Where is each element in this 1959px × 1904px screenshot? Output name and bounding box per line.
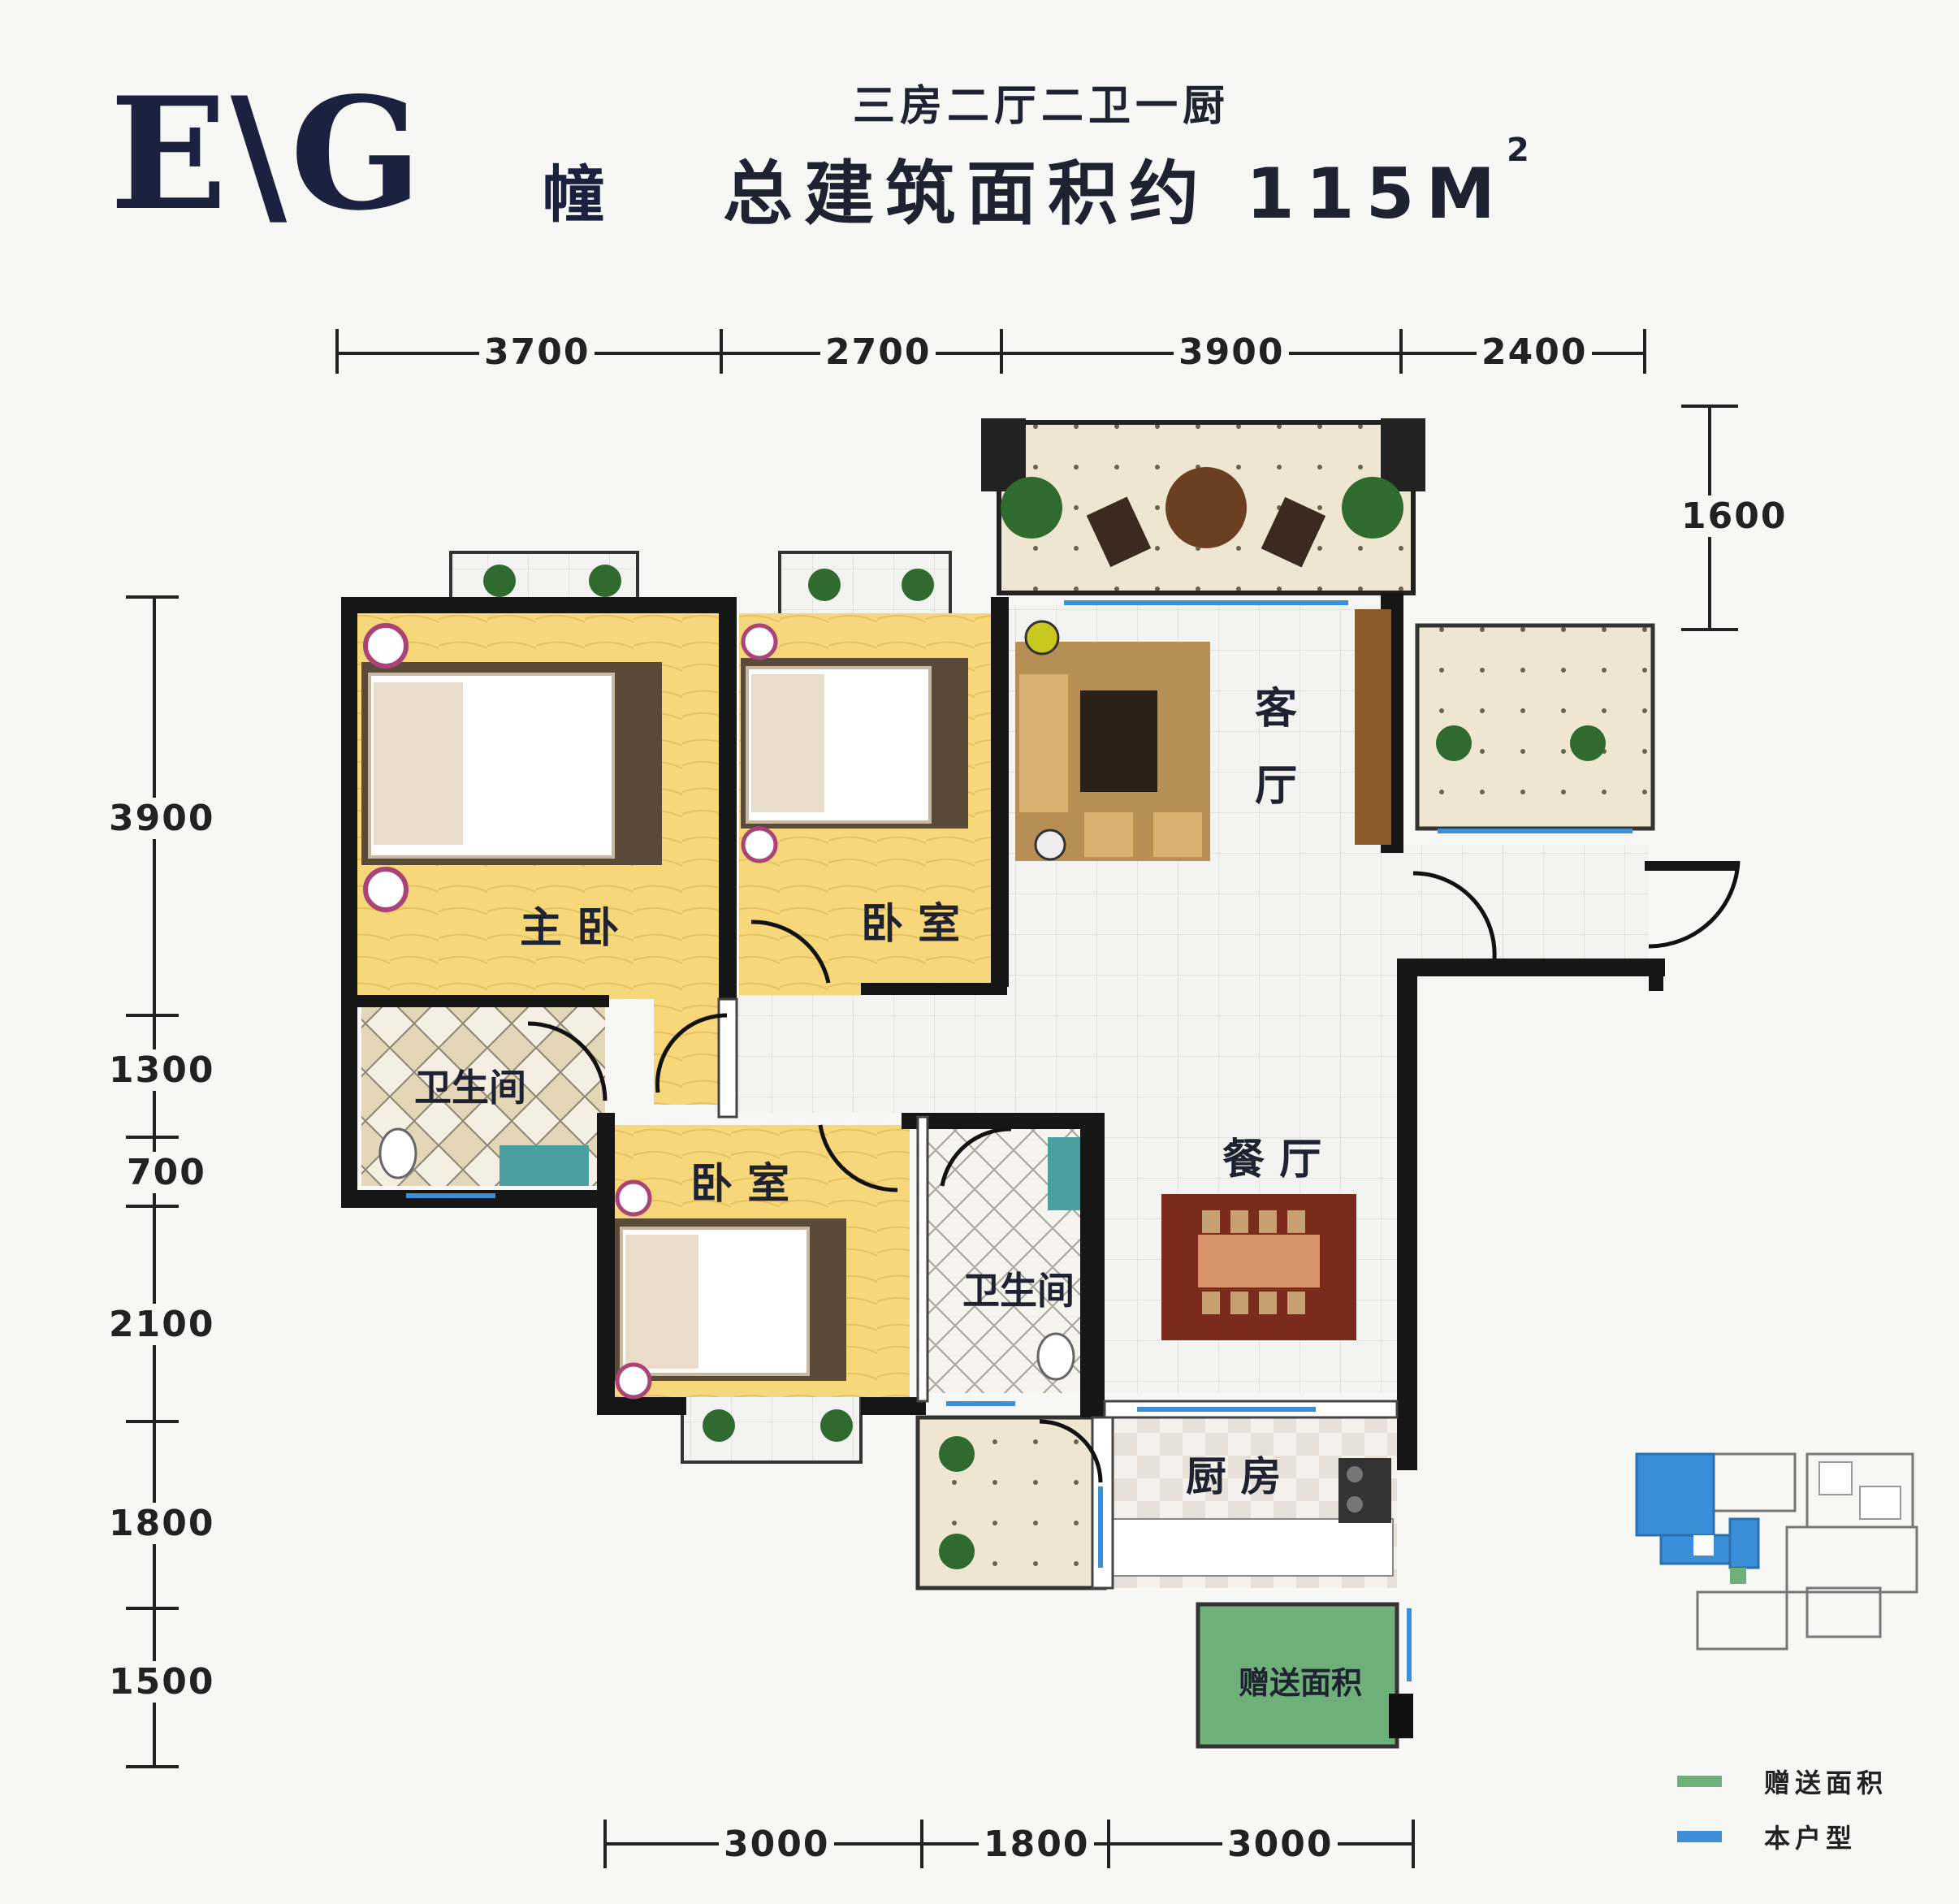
shower-icon <box>1048 1137 1080 1210</box>
walls <box>341 593 1665 1470</box>
burner-icon <box>1347 1466 1363 1482</box>
dim-left-4: 2100 <box>104 1304 220 1345</box>
master-bedroom-label: 主 卧 <box>520 904 619 953</box>
dim-right-1: 1600 <box>1676 495 1793 537</box>
kitchen-label: 厨 房 <box>1186 1453 1281 1500</box>
bonus-area-pillar <box>1389 1694 1413 1738</box>
bonus-area-label: 赠送面积 <box>1239 1665 1362 1701</box>
dim-left-1: 3900 <box>104 798 220 839</box>
door-swings <box>527 860 1741 1483</box>
corridor-floor <box>715 995 1023 1113</box>
legend-swatch-unit <box>1677 1831 1722 1842</box>
balcony-pillar-left <box>981 418 1026 491</box>
dim-top-1: 3700 <box>479 331 595 373</box>
bathroom-2-label: 卫生间 <box>962 1269 1075 1313</box>
legend-swatch-bonus <box>1677 1776 1722 1787</box>
building-letters: E\G <box>110 63 426 244</box>
sofa-set-icon <box>1015 620 1210 861</box>
legend-item-bonus: 赠送面积 <box>1677 1763 1888 1800</box>
bedroom-1-bed-icon <box>741 623 968 863</box>
key-plan <box>1635 1452 1918 1651</box>
dim-bottom-3: 3000 <box>1222 1824 1338 1865</box>
balcony-furniture-icon <box>1086 467 1326 568</box>
toilet-icon <box>1036 1332 1075 1381</box>
master-bed-icon <box>361 623 662 912</box>
building-suffix: 幢 <box>543 158 604 231</box>
living-room-label-1: 客 <box>1255 685 1297 733</box>
entry-wall-segment <box>1645 861 1738 871</box>
balcony-pillar-right <box>1381 418 1425 491</box>
dim-bottom-1: 3000 <box>719 1824 835 1865</box>
bedroom-2-bed-icon <box>615 1179 846 1400</box>
dim-top-3: 3900 <box>1174 331 1290 373</box>
bathroom-1-label: 卫生间 <box>414 1066 526 1110</box>
tv-cabinet-icon <box>1355 609 1391 845</box>
dining-room-label: 餐 厅 <box>1222 1136 1321 1184</box>
living-room-label-2: 厅 <box>1255 762 1297 811</box>
dim-left-3: 700 <box>122 1152 211 1193</box>
bedroom-1-label: 卧 室 <box>861 900 960 949</box>
dining-table-icon <box>1161 1194 1356 1340</box>
dim-top-4: 2400 <box>1477 331 1593 373</box>
windows <box>406 600 1632 1681</box>
area-superscript: 2 <box>1507 132 1529 169</box>
dim-left-6: 1500 <box>104 1661 220 1703</box>
dim-bottom-2: 1800 <box>979 1824 1095 1865</box>
burner-icon <box>1347 1496 1363 1512</box>
dim-left-5: 1800 <box>104 1503 220 1544</box>
area-text: 总建筑面积约 115M <box>723 154 1507 235</box>
layout-type: 三房二厅二卫一厨 <box>853 82 1230 131</box>
bonus-area-floor <box>1196 1602 1399 1749</box>
dim-top-2: 2700 <box>820 331 936 373</box>
dim-left-2: 1300 <box>104 1049 220 1091</box>
entry-door-jamb <box>1649 958 1663 991</box>
legend-label-unit: 本户型 <box>1764 1823 1857 1854</box>
total-area: 总建筑面积约 115M2 <box>723 132 1529 238</box>
entry-floor <box>1397 845 1649 967</box>
stove-icon <box>1338 1458 1391 1523</box>
legend-item-unit: 本户型 <box>1677 1818 1888 1855</box>
plant-icon <box>483 477 1606 1569</box>
legend: 赠送面积 本户型 <box>1677 1763 1888 1855</box>
toilet-icon <box>378 1127 417 1179</box>
bedroom-2-label: 卧 室 <box>690 1160 789 1209</box>
bathtub-icon <box>499 1145 589 1186</box>
kitchen-counter <box>1112 1518 1394 1577</box>
legend-label-bonus: 赠送面积 <box>1764 1768 1888 1798</box>
